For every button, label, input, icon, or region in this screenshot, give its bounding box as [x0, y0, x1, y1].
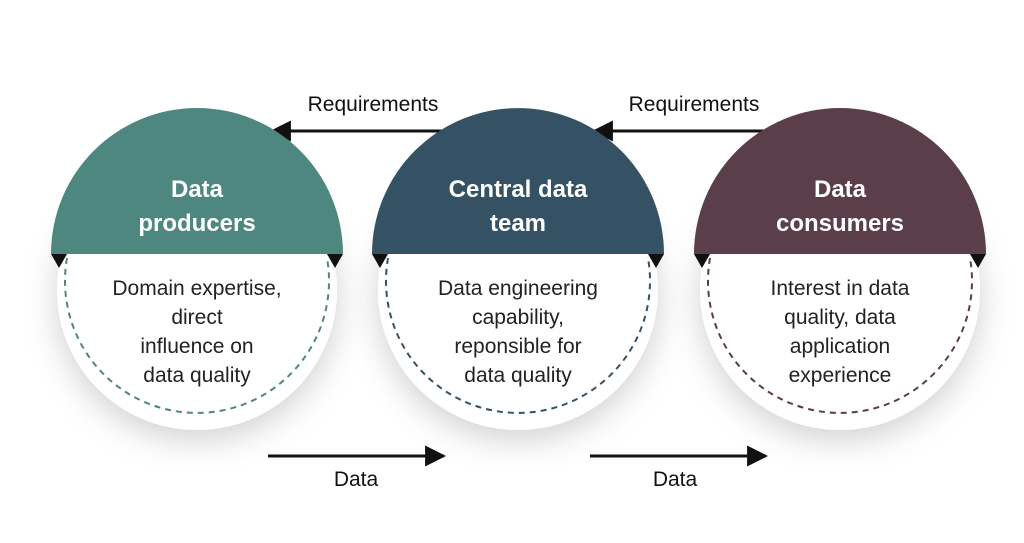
node-text-line: data quality — [143, 364, 251, 387]
corner-mark — [648, 254, 664, 268]
node-header-cap — [694, 108, 986, 254]
node-text-line: reponsible for — [454, 335, 581, 358]
node-header-cap — [372, 108, 664, 255]
node-title-line: Central data — [449, 176, 588, 203]
node-title-line: Data — [814, 176, 867, 203]
node-text-line: experience — [789, 364, 892, 387]
data-label-left: Data — [334, 468, 379, 491]
node-header-cap — [51, 108, 343, 254]
corner-mark — [372, 254, 388, 268]
node-title-line: team — [490, 210, 546, 237]
node-title-line: consumers — [776, 210, 904, 237]
node-text-line: application — [790, 335, 890, 358]
requirements-arrow-left: Requirements — [269, 93, 448, 142]
node-text-line: influence on — [140, 335, 253, 358]
corner-mark — [970, 254, 986, 268]
node-text-line: Data engineering — [438, 277, 598, 300]
data-arrow-right: Data — [590, 445, 769, 491]
node-central-data-team: Central data team Data engineering capab… — [372, 108, 664, 430]
data-arrow-left: Data — [268, 445, 447, 491]
node-title-line: Data — [171, 176, 224, 203]
corner-mark — [694, 254, 710, 268]
node-text-line: direct — [171, 306, 223, 329]
corner-mark — [51, 254, 67, 268]
node-text-line: capability, — [472, 306, 564, 329]
node-text-line: quality, data — [784, 306, 896, 329]
corner-mark — [327, 254, 343, 268]
requirements-label-right: Requirements — [629, 93, 760, 116]
node-title-line: producers — [138, 210, 255, 237]
node-text-line: Interest in data — [771, 277, 910, 300]
node-data-producers: Data producers Domain expertise, direct … — [51, 108, 343, 430]
node-text-line: data quality — [464, 364, 572, 387]
requirements-label-left: Requirements — [308, 93, 439, 116]
dashed-ring — [707, 257, 973, 414]
dashed-ring — [64, 257, 330, 414]
node-text-line: Domain expertise, — [112, 277, 281, 300]
data-label-right: Data — [653, 468, 698, 491]
requirements-arrow-right: Requirements — [591, 93, 770, 142]
dashed-ring — [385, 257, 651, 414]
node-data-consumers: Data consumers Interest in data quality,… — [694, 108, 986, 430]
